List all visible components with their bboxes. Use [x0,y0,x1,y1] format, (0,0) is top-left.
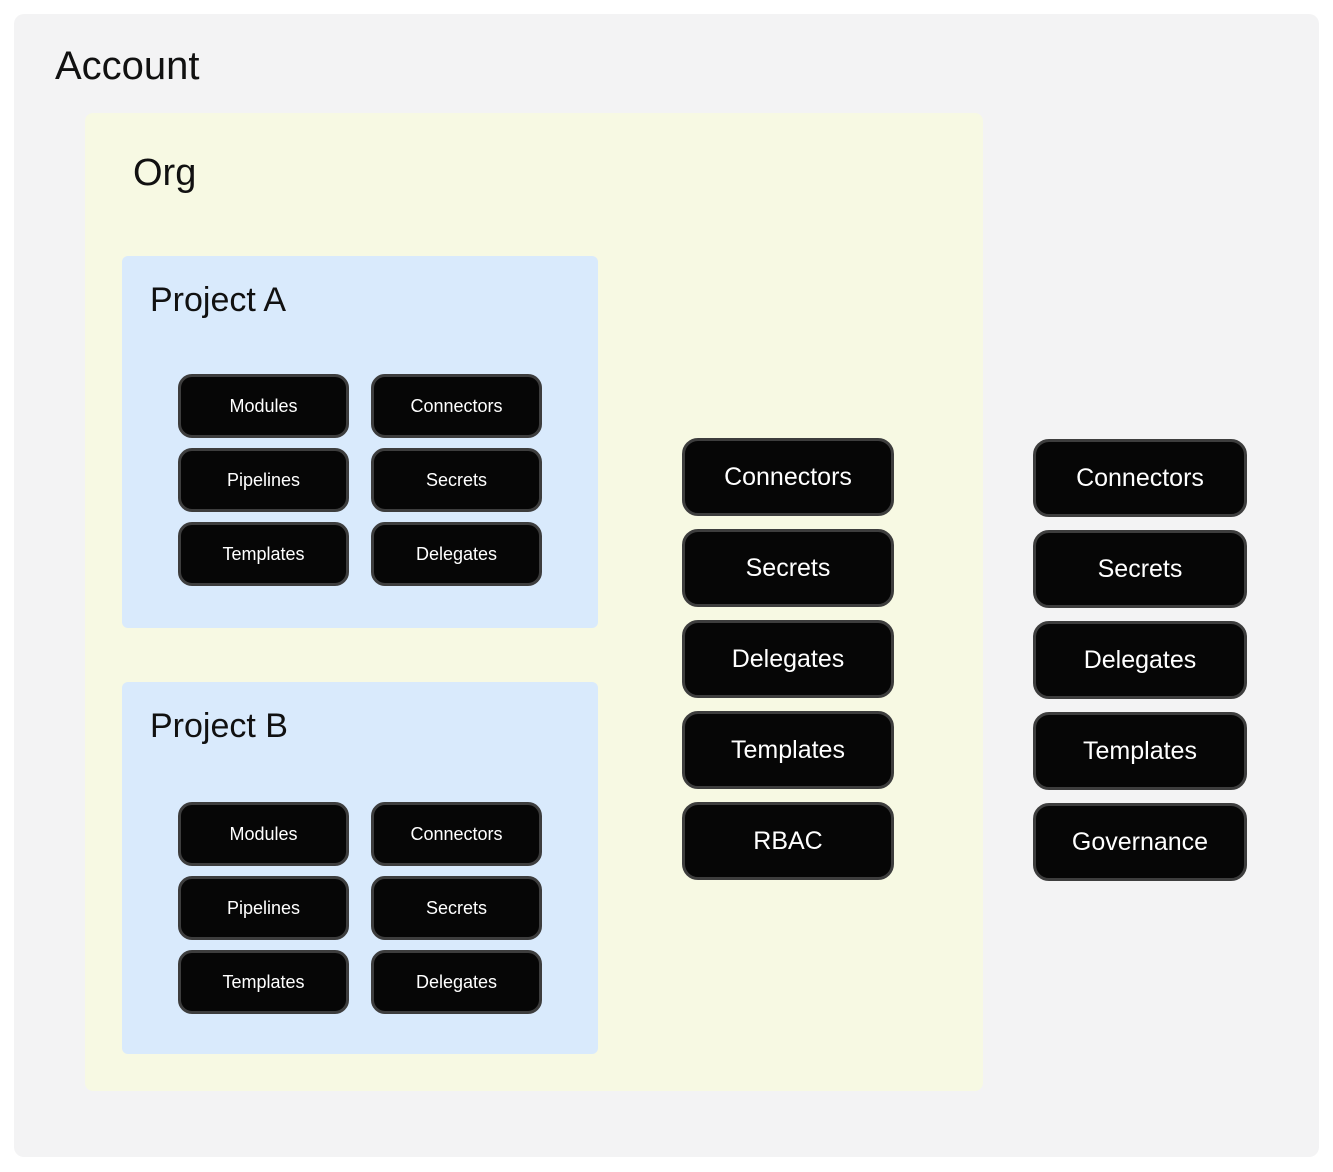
project-b-title: Project B [150,707,288,745]
node-org-rbac: RBAC [682,802,894,880]
account-resource-column: Connectors Secrets Delegates Templates G… [1033,439,1247,881]
node-project-a-secrets: Secrets [371,448,542,512]
node-project-b-delegates: Delegates [371,950,542,1014]
node-project-a-templates: Templates [178,522,349,586]
node-project-b-modules: Modules [178,802,349,866]
project-a-title: Project A [150,281,287,319]
org-container: Org Project A Modules Connectors Pipelin… [85,113,983,1091]
node-account-delegates: Delegates [1033,621,1247,699]
node-account-secrets: Secrets [1033,530,1247,608]
node-org-templates: Templates [682,711,894,789]
account-title: Account [55,44,200,88]
account-container: Account Org Project A Modules Connectors… [14,14,1319,1157]
node-org-connectors: Connectors [682,438,894,516]
node-project-a-pipelines: Pipelines [178,448,349,512]
node-org-delegates: Delegates [682,620,894,698]
project-a-container: Project A Modules Connectors Pipelines S… [122,256,598,628]
node-project-a-modules: Modules [178,374,349,438]
node-account-templates: Templates [1033,712,1247,790]
node-project-b-templates: Templates [178,950,349,1014]
node-project-b-secrets: Secrets [371,876,542,940]
node-org-secrets: Secrets [682,529,894,607]
node-project-a-connectors: Connectors [371,374,542,438]
node-project-b-pipelines: Pipelines [178,876,349,940]
project-b-resource-grid: Modules Connectors Pipelines Secrets Tem… [178,802,542,1014]
node-project-b-connectors: Connectors [371,802,542,866]
org-title: Org [133,152,197,194]
node-account-connectors: Connectors [1033,439,1247,517]
node-project-a-delegates: Delegates [371,522,542,586]
project-a-resource-grid: Modules Connectors Pipelines Secrets Tem… [178,374,542,586]
org-resource-column: Connectors Secrets Delegates Templates R… [682,438,894,880]
project-b-container: Project B Modules Connectors Pipelines S… [122,682,598,1054]
node-account-governance: Governance [1033,803,1247,881]
